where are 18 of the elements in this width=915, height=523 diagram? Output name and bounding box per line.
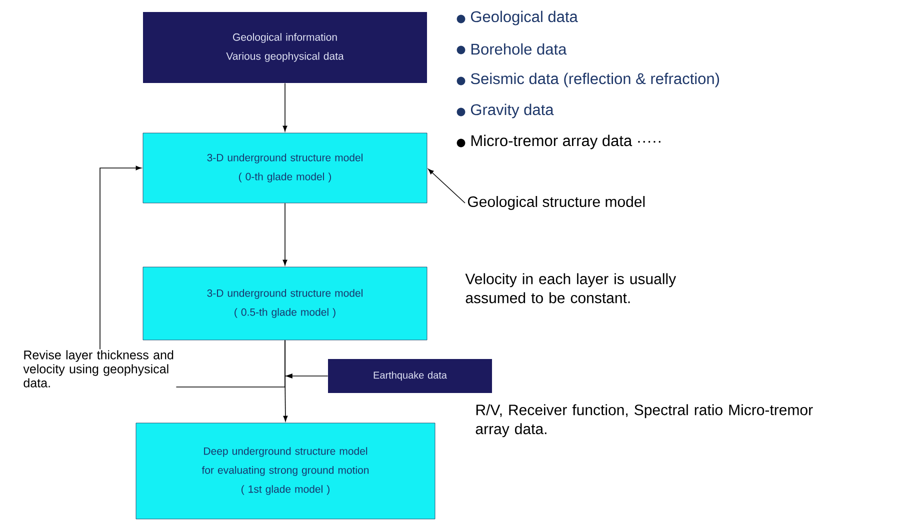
note-text: Velocity in each layer is usually assumed to be constant. bbox=[465, 273, 676, 304]
arrow bbox=[282, 202, 288, 266]
bullet-item: Seismic data (reflection & refraction) bbox=[456, 72, 720, 88]
bullet-item: Borehole data bbox=[456, 43, 567, 55]
bullet-item: Geological data bbox=[456, 10, 578, 26]
bullet-item: Micro-tremor array data ····· bbox=[456, 134, 660, 150]
annotation-text: Geological structure model bbox=[468, 196, 645, 210]
process-box: Earthquake data bbox=[328, 359, 492, 393]
arrow bbox=[282, 82, 288, 132]
bullet-item: Gravity data bbox=[456, 104, 554, 118]
note-text: R/V, Receiver function, Spectral ratio Micro-tremor array data. bbox=[476, 404, 813, 438]
edge-label: Revise layer thickness and velocity using geophysical data. bbox=[22, 349, 176, 388]
process-box: Deep underground structure model for evaluating strong ground motion ( 1st glade model ) bbox=[136, 422, 436, 520]
arrow bbox=[284, 374, 328, 378]
process-box: Geological information Various geophysical data bbox=[143, 12, 427, 83]
process-box: 3-D underground structure model ( 0.5-th glade model ) bbox=[142, 266, 428, 340]
process-box: 3-D underground structure model ( 0-th glade model ) bbox=[142, 132, 428, 204]
arrow bbox=[428, 168, 466, 204]
